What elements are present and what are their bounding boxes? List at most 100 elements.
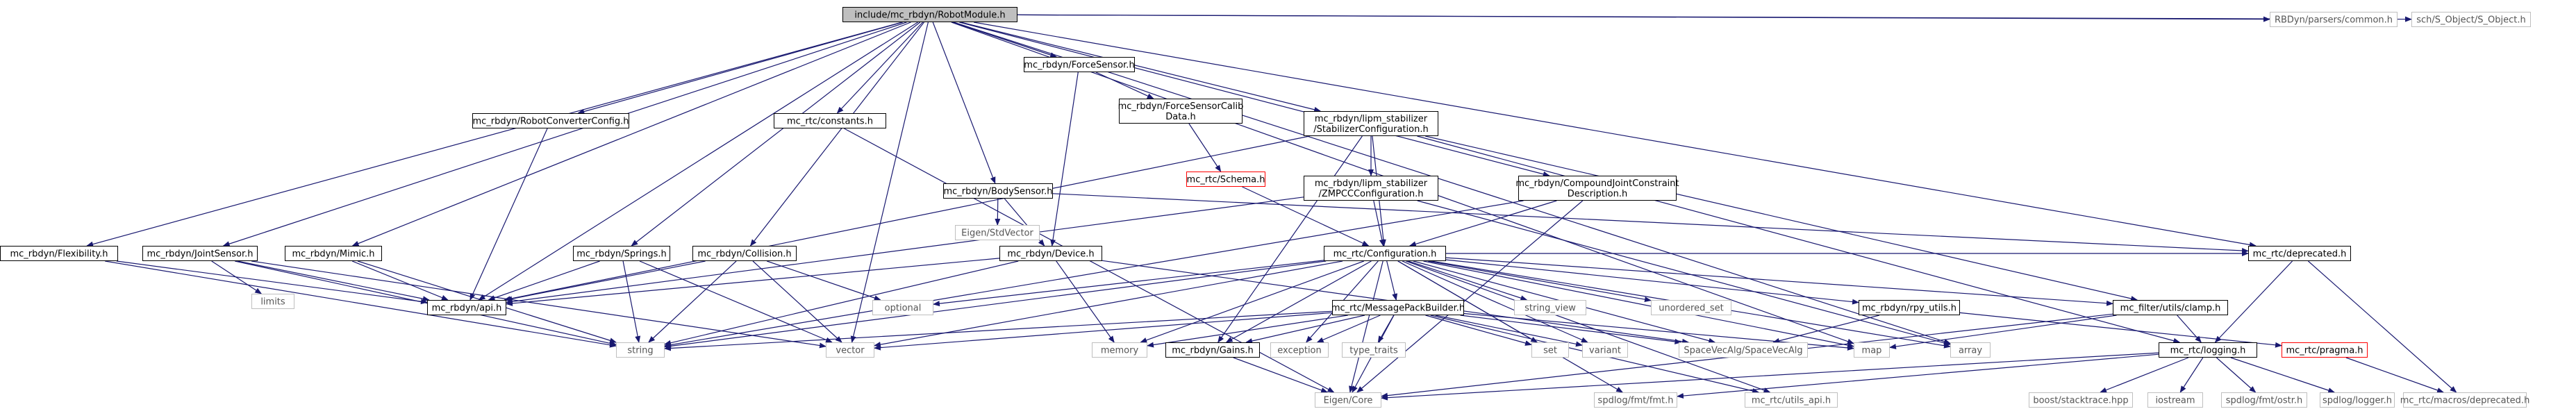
edge-mpb-to-svalg bbox=[1460, 315, 1682, 344]
node-label-collision: mc_rbdyn/Collision.h bbox=[697, 249, 791, 260]
node-eigen_std: Eigen/StdVector bbox=[955, 225, 1040, 240]
node-logger: spdlog/logger.h bbox=[2320, 392, 2395, 408]
node-mimic[interactable]: mc_rbdyn/Mimic.h bbox=[285, 246, 382, 261]
edge-flex-to-api bbox=[116, 260, 428, 305]
node-label-logger: spdlog/logger.h bbox=[2322, 396, 2392, 406]
node-box-constants bbox=[774, 113, 886, 128]
node-rpy[interactable]: mc_rbdyn/rpy_utils.h bbox=[1859, 300, 1960, 315]
node-sch: sch/S_Object/S_Object.h bbox=[2411, 12, 2531, 27]
node-box-zmpcc bbox=[1304, 176, 1438, 201]
node-label-zmpcc: /ZMPCCConfiguration.h bbox=[1318, 189, 1423, 199]
node-mpb[interactable]: mc_rtc/MessagePackBuilder.h bbox=[1331, 300, 1465, 315]
node-label-robotconv: mc_rbdyn/RobotConverterConfig.h bbox=[472, 117, 629, 127]
node-box-device bbox=[999, 246, 1102, 261]
node-collision[interactable]: mc_rbdyn/Collision.h bbox=[692, 246, 797, 261]
node-box-utils_api bbox=[1745, 392, 1838, 408]
node-springs[interactable]: mc_rbdyn/Springs.h bbox=[573, 246, 670, 261]
node-limits: limits bbox=[251, 294, 294, 309]
edge-gains-to-eigen_core bbox=[1233, 357, 1329, 393]
node-pragma[interactable]: mc_rtc/pragma.h bbox=[2282, 342, 2368, 358]
node-root[interactable]: include/mc_rbdyn/RobotModule.h bbox=[842, 7, 1017, 22]
node-box-collision bbox=[692, 246, 797, 261]
edge-cjc-to-string bbox=[664, 200, 1524, 348]
edge-configuration-to-optional bbox=[933, 260, 1324, 307]
node-label-device: mc_rbdyn/Device.h bbox=[1007, 249, 1094, 260]
edge-flex-to-string bbox=[105, 260, 617, 348]
edge-configuration-to-rpy bbox=[1445, 259, 1859, 305]
node-box-fscalib bbox=[1119, 99, 1243, 124]
node-label-vector: vector bbox=[836, 346, 865, 356]
node-device[interactable]: mc_rbdyn/Device.h bbox=[999, 246, 1102, 261]
edge-springs-to-api bbox=[488, 260, 600, 301]
node-zmpcc[interactable]: mc_rbdyn/lipm_stabilizer/ZMPCCConfigurat… bbox=[1304, 176, 1438, 201]
node-label-flex: mc_rbdyn/Flexibility.h bbox=[10, 249, 108, 260]
node-label-eigen_std: Eigen/StdVector bbox=[961, 228, 1033, 239]
node-label-set: set bbox=[1543, 346, 1557, 356]
node-optional: optional bbox=[872, 300, 933, 315]
node-flex[interactable]: mc_rbdyn/Flexibility.h bbox=[0, 246, 118, 261]
node-box-api bbox=[427, 300, 506, 315]
edge-bodysensor-to-eigen_std bbox=[995, 198, 1001, 226]
node-box-string_view bbox=[1514, 300, 1586, 315]
node-label-sch: sch/S_Object/S_Object.h bbox=[2416, 15, 2525, 26]
node-constants[interactable]: mc_rtc/constants.h bbox=[774, 113, 886, 128]
node-stabcfg[interactable]: mc_rbdyn/lipm_stabilizer/StabilizerConfi… bbox=[1304, 111, 1438, 136]
node-utils_api: mc_rtc/utils_api.h bbox=[1745, 392, 1838, 408]
node-label-rbdyn_parsers: RBDyn/parsers/common.h bbox=[2275, 15, 2393, 26]
node-jointsensor[interactable]: mc_rbdyn/JointSensor.h bbox=[142, 246, 258, 261]
edge-fscalib-to-schema bbox=[1188, 123, 1222, 172]
edge-root-to-flex bbox=[86, 22, 903, 247]
node-configuration[interactable]: mc_rtc/Configuration.h bbox=[1324, 246, 1446, 261]
edge-forcesensor-to-fscalib bbox=[1095, 72, 1154, 99]
node-bodysensor[interactable]: mc_rbdyn/BodySensor.h bbox=[943, 183, 1053, 199]
node-box-iostream bbox=[2147, 392, 2203, 408]
node-robotconv[interactable]: mc_rbdyn/RobotConverterConfig.h bbox=[472, 113, 629, 128]
node-label-type_traits: type_traits bbox=[1349, 346, 1398, 356]
node-box-robotconv bbox=[472, 113, 629, 128]
node-box-mpb bbox=[1332, 300, 1464, 315]
node-api[interactable]: mc_rbdyn/api.h bbox=[427, 300, 506, 315]
node-box-stabcfg bbox=[1304, 111, 1438, 136]
node-cjc[interactable]: mc_rbdyn/CompoundJointConstraintDescript… bbox=[1515, 176, 1679, 201]
edge-configuration-to-map bbox=[1423, 260, 1854, 348]
edge-mpb-to-exception bbox=[1316, 315, 1381, 343]
node-box-root bbox=[842, 7, 1017, 22]
node-box-schema bbox=[1186, 172, 1265, 187]
node-deprecated[interactable]: mc_rtc/deprecated.h bbox=[2248, 246, 2351, 261]
edge-configuration-to-spdlog_fmt bbox=[1397, 260, 1624, 393]
node-box-variant bbox=[1582, 342, 1628, 358]
edge-root-to-constants bbox=[836, 22, 924, 114]
edge-logging-to-stacktrace bbox=[2100, 357, 2189, 393]
node-label-spdlog_fmt: spdlog/fmt/fmt.h bbox=[1598, 396, 1674, 406]
edge-mpb-to-variant bbox=[1435, 315, 1583, 347]
node-label-fscalib: Data.h bbox=[1165, 112, 1195, 122]
edge-deprecated-to-logging bbox=[2214, 260, 2293, 343]
node-clamp[interactable]: mc_filter/utils/clamp.h bbox=[2113, 300, 2228, 315]
node-logging[interactable]: mc_rtc/logging.h bbox=[2159, 342, 2257, 358]
node-box-flex bbox=[0, 246, 118, 261]
edge-collision-to-vector bbox=[752, 260, 842, 343]
node-label-constants: mc_rtc/constants.h bbox=[787, 117, 873, 127]
edge-logging-to-iostream bbox=[2179, 357, 2204, 393]
node-schema[interactable]: mc_rtc/Schema.h bbox=[1186, 172, 1265, 187]
node-gains[interactable]: mc_rbdyn/Gains.h bbox=[1165, 342, 1260, 358]
edge-stabcfg-to-clamp bbox=[1425, 135, 2138, 301]
edge-configuration-to-memory bbox=[1140, 260, 1365, 343]
node-label-stabcfg: mc_rbdyn/lipm_stabilizer bbox=[1315, 114, 1428, 124]
node-box-array bbox=[1950, 342, 1991, 358]
node-iostream: iostream bbox=[2147, 392, 2203, 408]
node-map: map bbox=[1854, 342, 1890, 358]
edge-jointsensor-to-limits bbox=[211, 260, 263, 294]
node-label-springs: mc_rbdyn/Springs.h bbox=[576, 249, 667, 260]
node-label-unordered_set: unordered_set bbox=[1659, 303, 1723, 314]
node-label-limits: limits bbox=[260, 297, 285, 308]
node-array: array bbox=[1950, 342, 1991, 358]
node-forcesensor[interactable]: mc_rbdyn/ForceSensor.h bbox=[1024, 57, 1135, 72]
edge-configuration-to-mpb bbox=[1386, 260, 1398, 301]
node-unordered_set: unordered_set bbox=[1651, 300, 1731, 315]
edge-collision-to-string bbox=[648, 260, 737, 343]
node-label-pragma: mc_rtc/pragma.h bbox=[2286, 346, 2363, 356]
node-box-optional bbox=[872, 300, 933, 315]
